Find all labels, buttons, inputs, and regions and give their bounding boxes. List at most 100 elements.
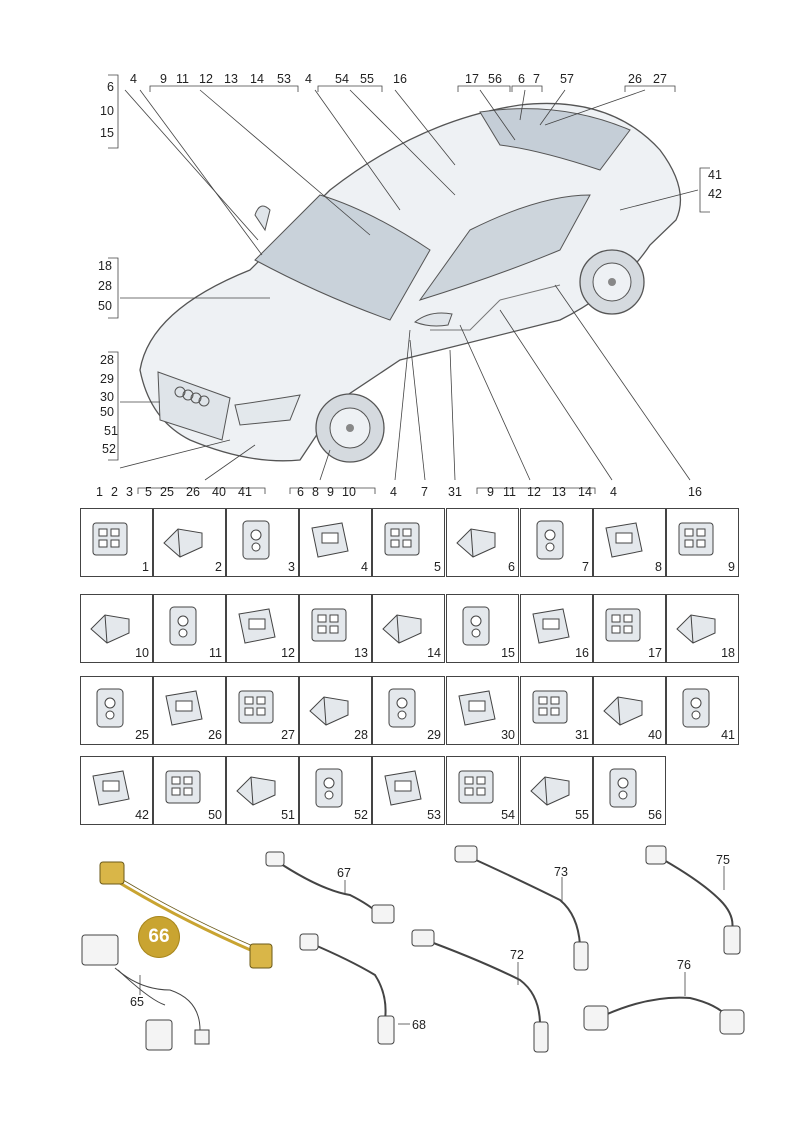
connector-cell: 5 [372, 508, 445, 577]
label-b4b: 4 [610, 485, 617, 499]
label-b26: 26 [186, 485, 200, 499]
connector-icon [682, 688, 710, 728]
harness-65 [81, 934, 210, 1051]
connector-number: 31 [575, 728, 589, 742]
connector-number: 16 [575, 646, 589, 660]
connector-number: 2 [215, 560, 222, 574]
connector-cell: 31 [520, 676, 593, 745]
connector-cell: 12 [226, 594, 299, 663]
connector-cell: 50 [153, 756, 226, 825]
label-b11: 11 [503, 485, 516, 499]
connector-icon [238, 608, 276, 644]
label-51: 51 [104, 424, 118, 438]
connector-number: 4 [361, 560, 368, 574]
label-50b: 50 [100, 405, 114, 419]
logo-rings [174, 386, 210, 407]
label-53: 53 [277, 72, 291, 86]
car-illustration [108, 74, 710, 494]
connector-number: 25 [135, 728, 149, 742]
rear-wheel [579, 249, 645, 315]
connector-number: 54 [501, 808, 515, 822]
connector-icon [462, 606, 490, 646]
label-28: 28 [98, 279, 112, 293]
connector-cell: 8 [593, 508, 666, 577]
label-b6: 6 [297, 485, 304, 499]
label-16: 16 [393, 72, 407, 86]
connector-icon [309, 696, 349, 726]
connector-number: 55 [575, 808, 589, 822]
connector-cell: 1 [80, 508, 153, 577]
connector-number: 26 [208, 728, 222, 742]
label-75: 75 [716, 853, 730, 867]
connector-icon [603, 696, 643, 726]
connector-number: 29 [427, 728, 441, 742]
connector-cell: 42 [80, 756, 153, 825]
label-17: 17 [465, 72, 479, 86]
connector-icon [384, 522, 420, 556]
connector-number: 52 [354, 808, 368, 822]
connector-number: 6 [508, 560, 515, 574]
connector-icon [311, 522, 349, 558]
harness-72 [411, 929, 549, 1053]
connector-number: 10 [135, 646, 149, 660]
connector-number: 5 [434, 560, 441, 574]
connector-cell: 25 [80, 676, 153, 745]
label-27: 27 [653, 72, 667, 86]
connector-number: 56 [648, 808, 662, 822]
label-b41: 41 [238, 485, 252, 499]
connector-cell: 54 [446, 756, 519, 825]
connector-icon [678, 522, 714, 556]
label-b16: 16 [688, 485, 702, 499]
harness-75 [645, 845, 741, 955]
connector-icon [676, 614, 716, 644]
connector-icon [605, 608, 641, 642]
connector-number: 28 [354, 728, 368, 742]
label-4b: 4 [305, 72, 312, 86]
connector-cell: 15 [446, 594, 519, 663]
connector-number: 18 [721, 646, 735, 660]
label-b10: 10 [342, 485, 356, 499]
connector-number: 53 [427, 808, 441, 822]
label-b31: 31 [448, 485, 462, 499]
side-windows [418, 194, 591, 301]
connector-cell: 2 [153, 508, 226, 577]
connector-icon [384, 770, 422, 806]
label-b4: 4 [390, 485, 397, 499]
front-wheel [315, 393, 385, 463]
connector-cell: 28 [299, 676, 372, 745]
connector-cell: 56 [593, 756, 666, 825]
windshield [254, 194, 431, 321]
connector-icon [388, 688, 416, 728]
connector-icon [163, 528, 203, 558]
label-50: 50 [98, 299, 112, 313]
label-41: 41 [708, 168, 722, 182]
label-12: 12 [199, 72, 213, 86]
connector-number: 27 [281, 728, 295, 742]
label-b8: 8 [312, 485, 319, 499]
label-b5: 5 [145, 485, 152, 499]
label-67: 67 [337, 866, 351, 880]
connector-icon [458, 690, 496, 726]
label-68: 68 [412, 1018, 426, 1032]
connector-number: 41 [721, 728, 735, 742]
label-56: 56 [488, 72, 502, 86]
connector-icon [609, 768, 637, 808]
connector-cell: 7 [520, 508, 593, 577]
label-52: 52 [102, 442, 116, 456]
connector-number: 51 [281, 808, 295, 822]
label-6b: 6 [518, 72, 525, 86]
label-10: 10 [100, 104, 114, 118]
connector-icon [532, 690, 568, 724]
harness-66 [99, 861, 273, 969]
label-9: 9 [160, 72, 167, 86]
connector-cell: 52 [299, 756, 372, 825]
connector-icon [458, 770, 494, 804]
connector-number: 30 [501, 728, 515, 742]
label-14: 14 [250, 72, 264, 86]
connector-number: 7 [582, 560, 589, 574]
connector-cell: 55 [520, 756, 593, 825]
label-b2: 2 [111, 485, 118, 499]
label-28b: 28 [100, 353, 114, 367]
highlighted-part-badge: 66 [138, 916, 180, 958]
harness-67 [265, 851, 395, 924]
